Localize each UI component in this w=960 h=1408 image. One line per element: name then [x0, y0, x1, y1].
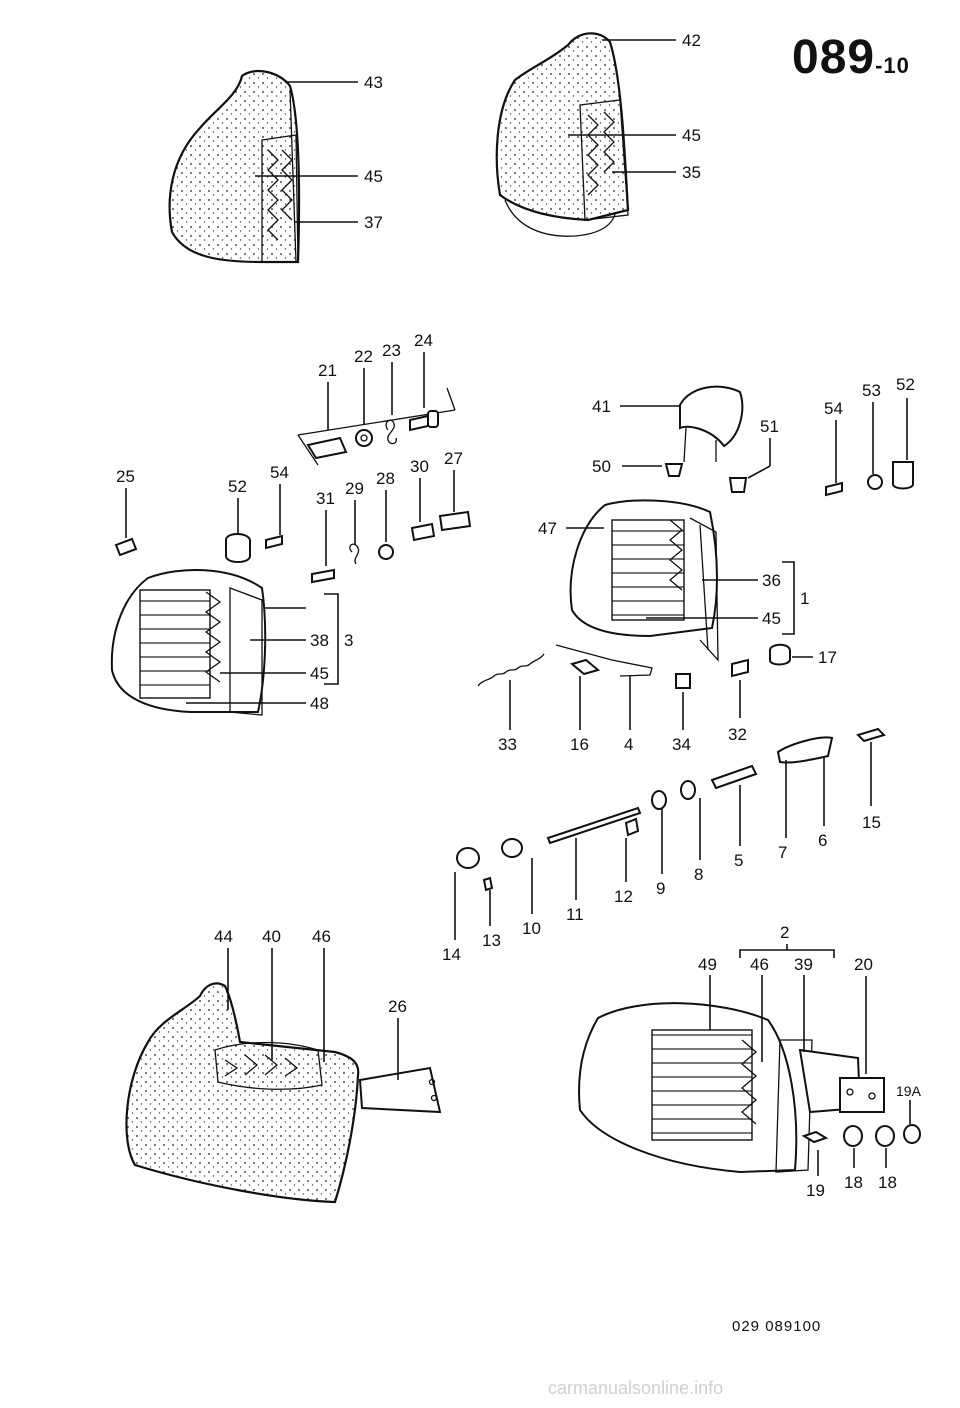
fastener-set-left: [114, 510, 472, 584]
part-label-45-top-left: 45: [364, 167, 383, 186]
part-label-21: 21: [318, 361, 337, 380]
part-label-24: 24: [414, 331, 433, 350]
seat-back-frame-top-left: [168, 69, 301, 264]
part-label-5: 5: [734, 851, 743, 870]
part-label-4: 4: [624, 735, 633, 754]
part-label-15: 15: [862, 813, 881, 832]
seat-cushion-49: [578, 1002, 885, 1174]
part-label-22: 22: [354, 347, 373, 366]
seat-cushion-frame: [125, 982, 442, 1204]
adjuster-parts: [477, 643, 791, 689]
sheet-main-number: 089: [792, 31, 876, 84]
part-label-26: 26: [388, 997, 407, 1016]
part-label-1: 1: [800, 589, 809, 608]
part-label-16: 16: [570, 735, 589, 754]
part-label-33: 33: [498, 735, 517, 754]
part-label-45-right: 45: [762, 609, 781, 628]
part-label-48: 48: [310, 694, 329, 713]
part-label-19a: 19A: [896, 1083, 922, 1099]
part-label-45-top-right: 45: [682, 126, 701, 145]
part-label-2: 2: [780, 923, 789, 942]
part-label-32: 32: [728, 725, 747, 744]
part-label-54-left: 54: [270, 463, 289, 482]
part-label-52-left: 52: [228, 477, 247, 496]
part-label-39: 39: [794, 955, 813, 974]
part-label-17: 17: [818, 648, 837, 667]
part-label-47: 47: [538, 519, 557, 538]
part-number-labels: 43 45 37 42 45 35 21 22 23 24 25 52 54 3…: [116, 31, 922, 1200]
fastener-set-52-53-54: [825, 461, 914, 497]
hinge-fasteners: [801, 1124, 921, 1147]
part-label-3: 3: [344, 631, 353, 650]
part-label-9: 9: [656, 879, 665, 898]
seat-back-47: [569, 499, 719, 662]
part-label-7: 7: [778, 843, 787, 862]
part-label-42: 42: [682, 31, 701, 50]
part-label-31: 31: [316, 489, 335, 508]
part-label-34: 34: [672, 735, 691, 754]
part-label-46-right: 46: [750, 955, 769, 974]
sheet-number: 089-10: [792, 30, 910, 85]
bracket-assembly-21-24: [297, 387, 456, 466]
watermark-text: carmanualsonline.info: [548, 1378, 724, 1398]
part-label-28: 28: [376, 469, 395, 488]
pivot-parts: [456, 727, 886, 892]
part-label-20: 20: [854, 955, 873, 974]
part-label-36: 36: [762, 571, 781, 590]
part-label-37: 37: [364, 213, 383, 232]
part-label-18-a: 18: [844, 1173, 863, 1192]
part-label-35: 35: [682, 163, 701, 182]
part-label-11: 11: [566, 905, 584, 924]
part-label-23: 23: [382, 341, 401, 360]
headrest-41: [664, 385, 748, 493]
sheet-dash: -: [875, 53, 884, 78]
seat-back-3: [110, 568, 267, 716]
part-label-27: 27: [444, 449, 463, 468]
part-label-29: 29: [345, 479, 364, 498]
reference-code: 029 089100: [732, 1318, 822, 1335]
part-label-19: 19: [806, 1181, 825, 1200]
part-label-50: 50: [592, 457, 611, 476]
part-label-6: 6: [818, 831, 827, 850]
part-label-40: 40: [262, 927, 281, 946]
part-label-14: 14: [442, 945, 461, 964]
part-label-52-right: 52: [896, 375, 915, 394]
part-label-12: 12: [614, 887, 633, 906]
part-label-13: 13: [482, 931, 501, 950]
part-label-54-right: 54: [824, 399, 843, 418]
leader-lines: [125, 39, 911, 1176]
part-label-8: 8: [694, 865, 703, 884]
part-label-10: 10: [522, 919, 541, 938]
part-label-38: 38: [310, 631, 329, 650]
part-label-51: 51: [760, 417, 779, 436]
part-label-45-left: 45: [310, 664, 329, 683]
part-label-25: 25: [116, 467, 135, 486]
part-label-49: 49: [698, 955, 717, 974]
part-label-18-b: 18: [878, 1173, 897, 1192]
part-label-46-left: 46: [312, 927, 331, 946]
part-label-44: 44: [214, 927, 233, 946]
part-label-41: 41: [592, 397, 611, 416]
part-label-43: 43: [364, 73, 383, 92]
seat-back-frame-top-right: [495, 32, 630, 237]
part-label-30: 30: [410, 457, 429, 476]
sheet-page-number: 10: [883, 53, 910, 78]
part-label-53: 53: [862, 381, 881, 400]
